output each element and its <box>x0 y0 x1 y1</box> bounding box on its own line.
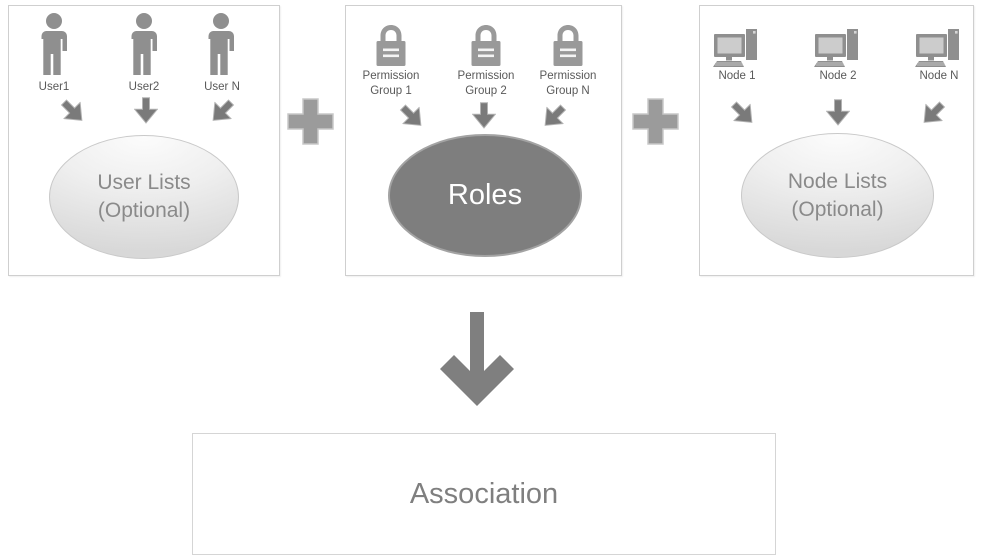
padlock-icon <box>553 25 583 66</box>
padlock-icon <box>376 25 406 66</box>
small-down-arrow-icon <box>915 95 951 131</box>
user-lists-ellipse: User Lists (Optional) <box>49 135 239 259</box>
node-label: Node 2 <box>819 70 857 82</box>
users-group-box: User1 User2 User N User Lists (Optional) <box>8 5 280 276</box>
user-lists-line2: (Optional) <box>97 199 191 222</box>
permission-groups-box: Permission Group 1 Permission Group 2 Pe… <box>345 5 622 276</box>
node-lists-line2: (Optional) <box>791 197 884 221</box>
small-down-arrow-icon <box>472 102 496 129</box>
computer-icon <box>915 28 960 68</box>
user-label: User1 <box>38 81 70 93</box>
plus-icon <box>632 98 679 145</box>
node-lists-ellipse: Node Lists (Optional) <box>741 133 934 258</box>
small-down-arrow-icon <box>536 98 572 134</box>
small-down-arrow-icon <box>826 99 850 126</box>
roles-label: Roles <box>447 179 523 211</box>
user-icon <box>204 13 234 75</box>
association-label: Association <box>409 477 559 510</box>
small-down-arrow-icon <box>55 93 91 129</box>
padlock-icon <box>471 25 501 66</box>
association-box: Association <box>192 433 776 555</box>
user-icon <box>37 13 67 75</box>
roles-ellipse: Roles <box>388 134 582 257</box>
nodes-group-box: Node 1 Node 2 Node N Node Lists (Optiona… <box>699 5 974 276</box>
plus-icon <box>287 98 334 145</box>
small-down-arrow-icon <box>394 98 430 134</box>
permission-group-label: Permission Group 2 <box>457 70 515 97</box>
node-label: Node N <box>919 70 959 82</box>
small-down-arrow-icon <box>134 97 158 124</box>
permission-group-label: Permission Group N <box>539 70 597 97</box>
computer-icon <box>814 28 859 68</box>
permission-group-label: Permission Group 1 <box>362 70 420 97</box>
big-down-arrow-icon <box>440 312 514 406</box>
node-label: Node 1 <box>718 70 756 82</box>
small-down-arrow-icon <box>725 95 761 131</box>
user-label: User2 <box>128 81 160 93</box>
user-icon <box>127 13 157 75</box>
small-down-arrow-icon <box>204 93 240 129</box>
computer-icon <box>713 28 758 68</box>
node-lists-line1: Node Lists <box>787 169 888 193</box>
user-label: User N <box>204 81 240 93</box>
user-lists-line1: User Lists <box>97 171 191 194</box>
